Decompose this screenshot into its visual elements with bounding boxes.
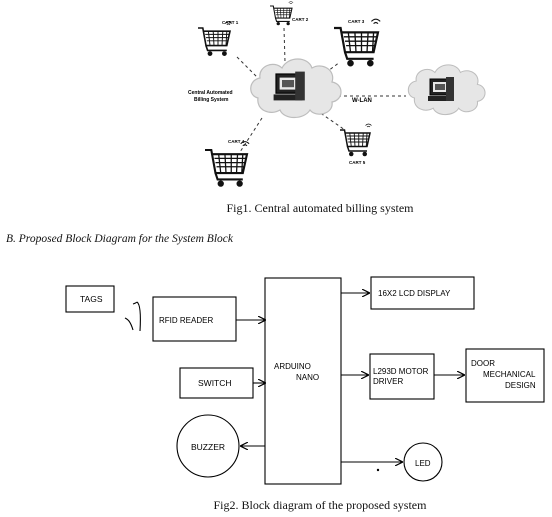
lcd-display-block bbox=[370, 276, 475, 310]
buzzer-label: BUZZER bbox=[191, 442, 225, 452]
cart-4-label: CART 4 bbox=[228, 139, 245, 144]
arduino-nano-block bbox=[264, 277, 342, 485]
central-system-label-line1: Central Automated bbox=[188, 90, 233, 96]
rfid-wave-tick bbox=[132, 301, 138, 305]
rfid-wave-mark bbox=[136, 301, 141, 332]
cart-5-icon bbox=[339, 123, 373, 157]
wlan-label: W-LAN bbox=[352, 98, 372, 104]
fig1-network-diagram: CART 1 CART 2 CART 3 CART 4 CART 5 Centr… bbox=[188, 1, 486, 188]
lcd-display-label: 16X2 LCD DISPLAY bbox=[378, 289, 451, 298]
rfid-reader-block bbox=[152, 296, 237, 342]
rfid-wave-mark-2 bbox=[124, 317, 134, 331]
cart-2-icon bbox=[269, 1, 294, 26]
motor-driver-label-line1: L293D MOTOR bbox=[373, 367, 429, 376]
central-system-label-line2: Billing System bbox=[194, 97, 229, 103]
tags-block bbox=[65, 285, 115, 313]
cart-1-label: CART 1 bbox=[222, 20, 239, 25]
stray-dot bbox=[376, 468, 380, 472]
tags-label: TAGS bbox=[80, 294, 103, 304]
arduino-label-line1: ARDUINO bbox=[274, 362, 311, 371]
remote-server-icon bbox=[427, 76, 455, 102]
arduino-label-line2: NANO bbox=[296, 373, 319, 382]
cart-3-label: CART 3 bbox=[348, 19, 365, 24]
cart-2-label: CART 2 bbox=[292, 17, 309, 22]
rfid-reader-label: RFID READER bbox=[159, 316, 213, 325]
cart-3-icon bbox=[332, 18, 382, 68]
door-label-line3: DESIGN bbox=[505, 381, 536, 390]
motor-driver-label-line2: DRIVER bbox=[373, 377, 403, 386]
buzzer-block bbox=[176, 414, 240, 478]
cart-1-icon bbox=[197, 20, 233, 57]
door-mechanical-block bbox=[465, 348, 545, 403]
fig2-caption: Fig2. Block diagram of the proposed syst… bbox=[213, 498, 427, 512]
led-label: LED bbox=[415, 459, 431, 468]
door-label-line2: MECHANICAL bbox=[483, 370, 536, 379]
motor-driver-block bbox=[369, 353, 435, 400]
central-server-icon bbox=[273, 70, 306, 102]
door-label-line1: DOOR bbox=[471, 359, 495, 368]
cart-5-label: CART 5 bbox=[349, 160, 366, 165]
switch-label: SWITCH bbox=[198, 378, 232, 388]
switch-block bbox=[179, 367, 254, 399]
section-heading: B. Proposed Block Diagram for the System… bbox=[6, 233, 233, 245]
led-block bbox=[403, 442, 443, 482]
fig2-block-diagram: TAGS RFID READER SWITCH BUZZER ARDUINO N… bbox=[65, 276, 545, 485]
fig1-caption: Fig1. Central automated billing system bbox=[226, 201, 414, 215]
